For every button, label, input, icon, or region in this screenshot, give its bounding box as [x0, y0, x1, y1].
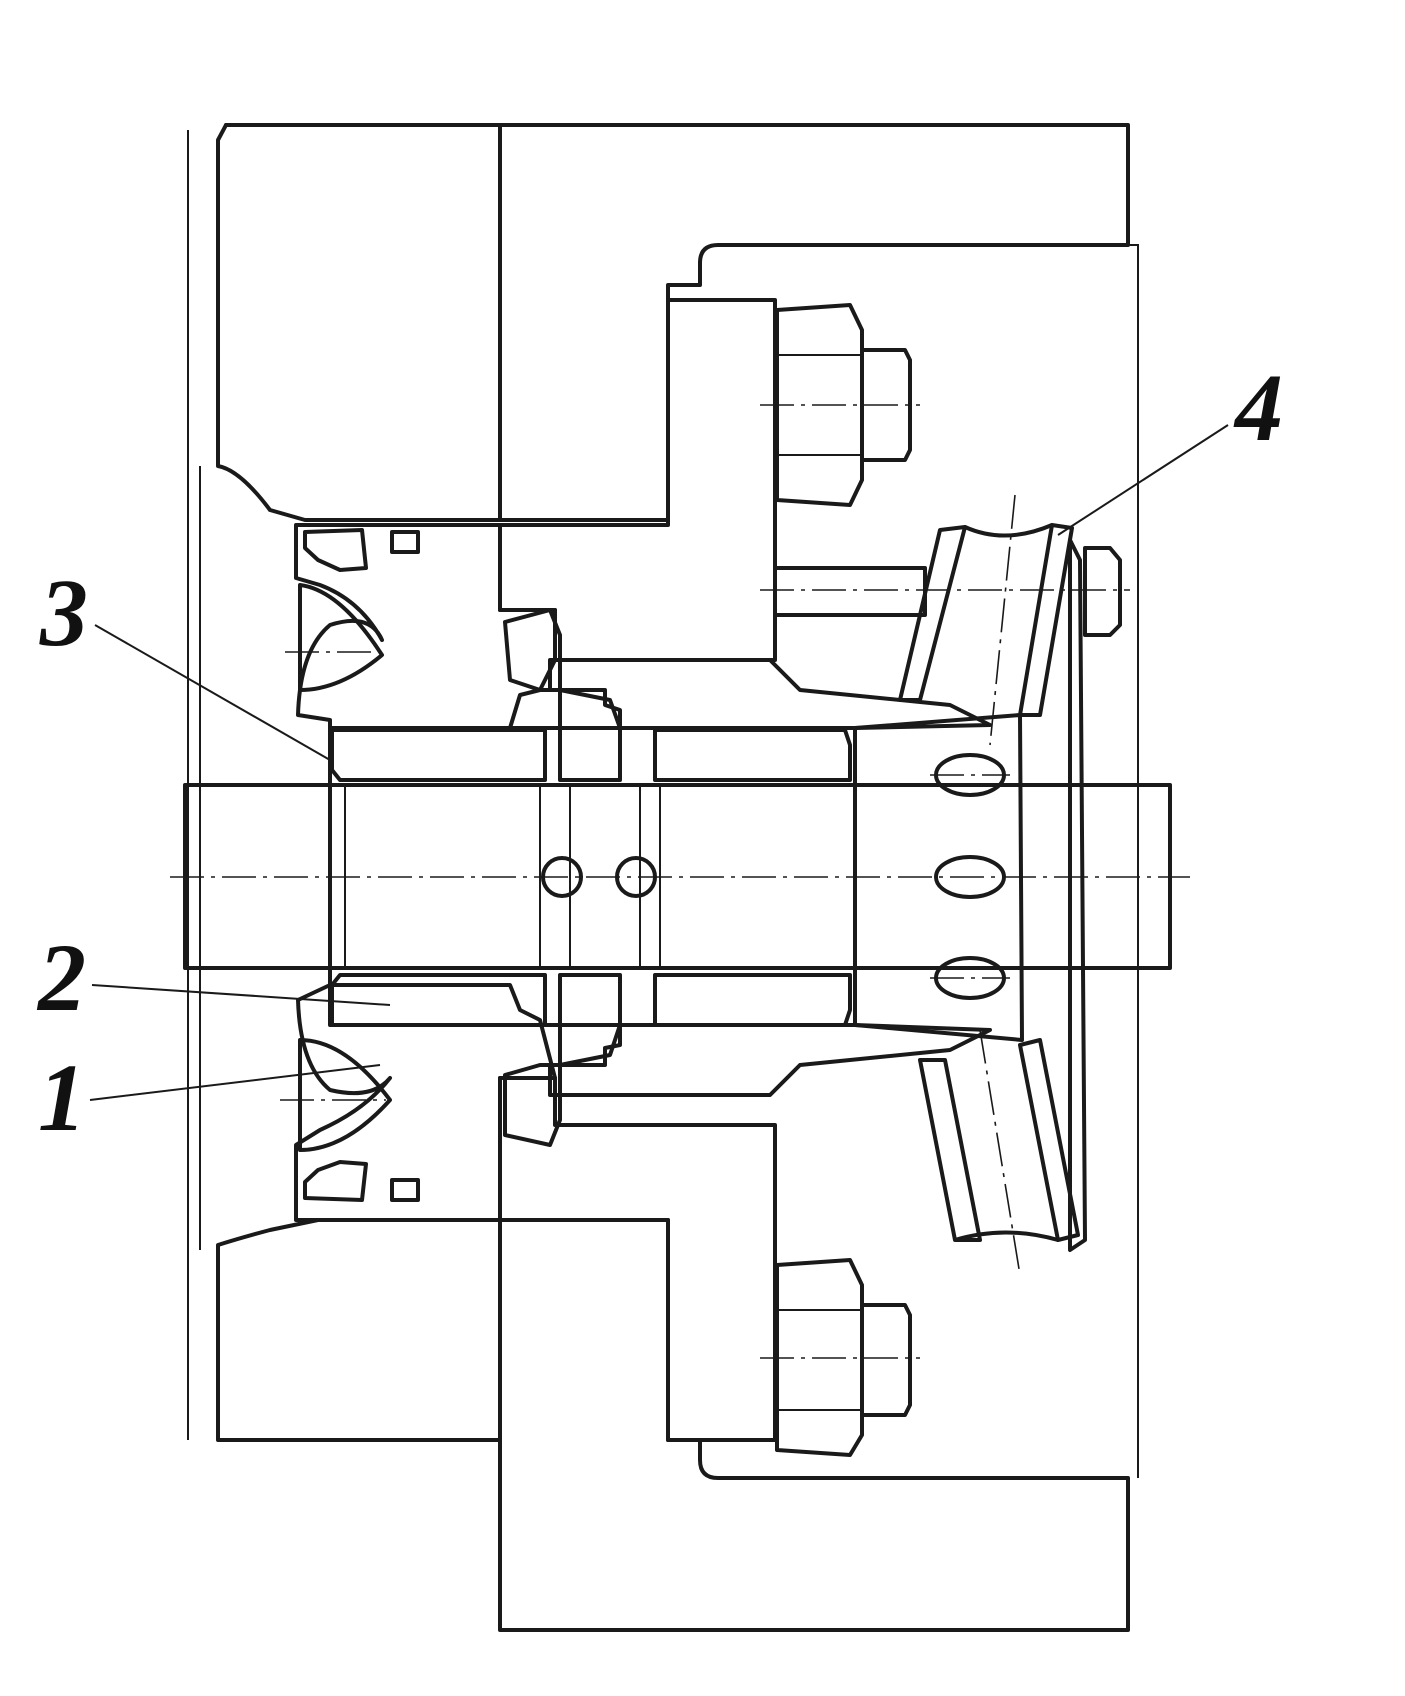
- flush-nozzle-body: [853, 713, 1024, 1042]
- packing-ring-lower-left: [330, 973, 547, 1027]
- lip-seal-upper: [303, 528, 420, 572]
- leader-line-4: [1057, 424, 1229, 536]
- housing-cover: [187, 123, 502, 1442]
- nozzle-flange: [1068, 538, 1087, 1252]
- packing-ring-upper-right: [653, 728, 852, 782]
- leader-line-1: [89, 1064, 381, 1101]
- leader-line-2: [91, 984, 391, 1006]
- callout-label-4: 4: [1233, 354, 1283, 461]
- shaft: [170, 783, 1190, 970]
- callout-1: 1: [38, 1044, 381, 1151]
- stud-bolt: [760, 546, 1130, 637]
- callout-label-2: 2: [36, 924, 86, 1031]
- callout-4: 4: [1057, 354, 1283, 536]
- leader-line-3: [94, 624, 331, 761]
- hex-nut-lower: [760, 1258, 920, 1457]
- lip-seal-lower: [303, 1160, 420, 1202]
- seal-housing-body: [280, 523, 557, 1222]
- callout-2: 2: [36, 924, 391, 1031]
- callout-3: 3: [39, 559, 331, 761]
- gland-flange: [498, 298, 777, 1442]
- callout-label-1: 1: [38, 1044, 86, 1151]
- packing-ring-lower-right: [653, 973, 852, 1027]
- callout-label-3: 3: [39, 559, 88, 666]
- flush-pipe-lower: [918, 1029, 1080, 1276]
- packing-ring-upper-left: [330, 728, 547, 782]
- hex-nut-upper: [760, 303, 920, 507]
- flush-pipe-upper: [898, 494, 1074, 746]
